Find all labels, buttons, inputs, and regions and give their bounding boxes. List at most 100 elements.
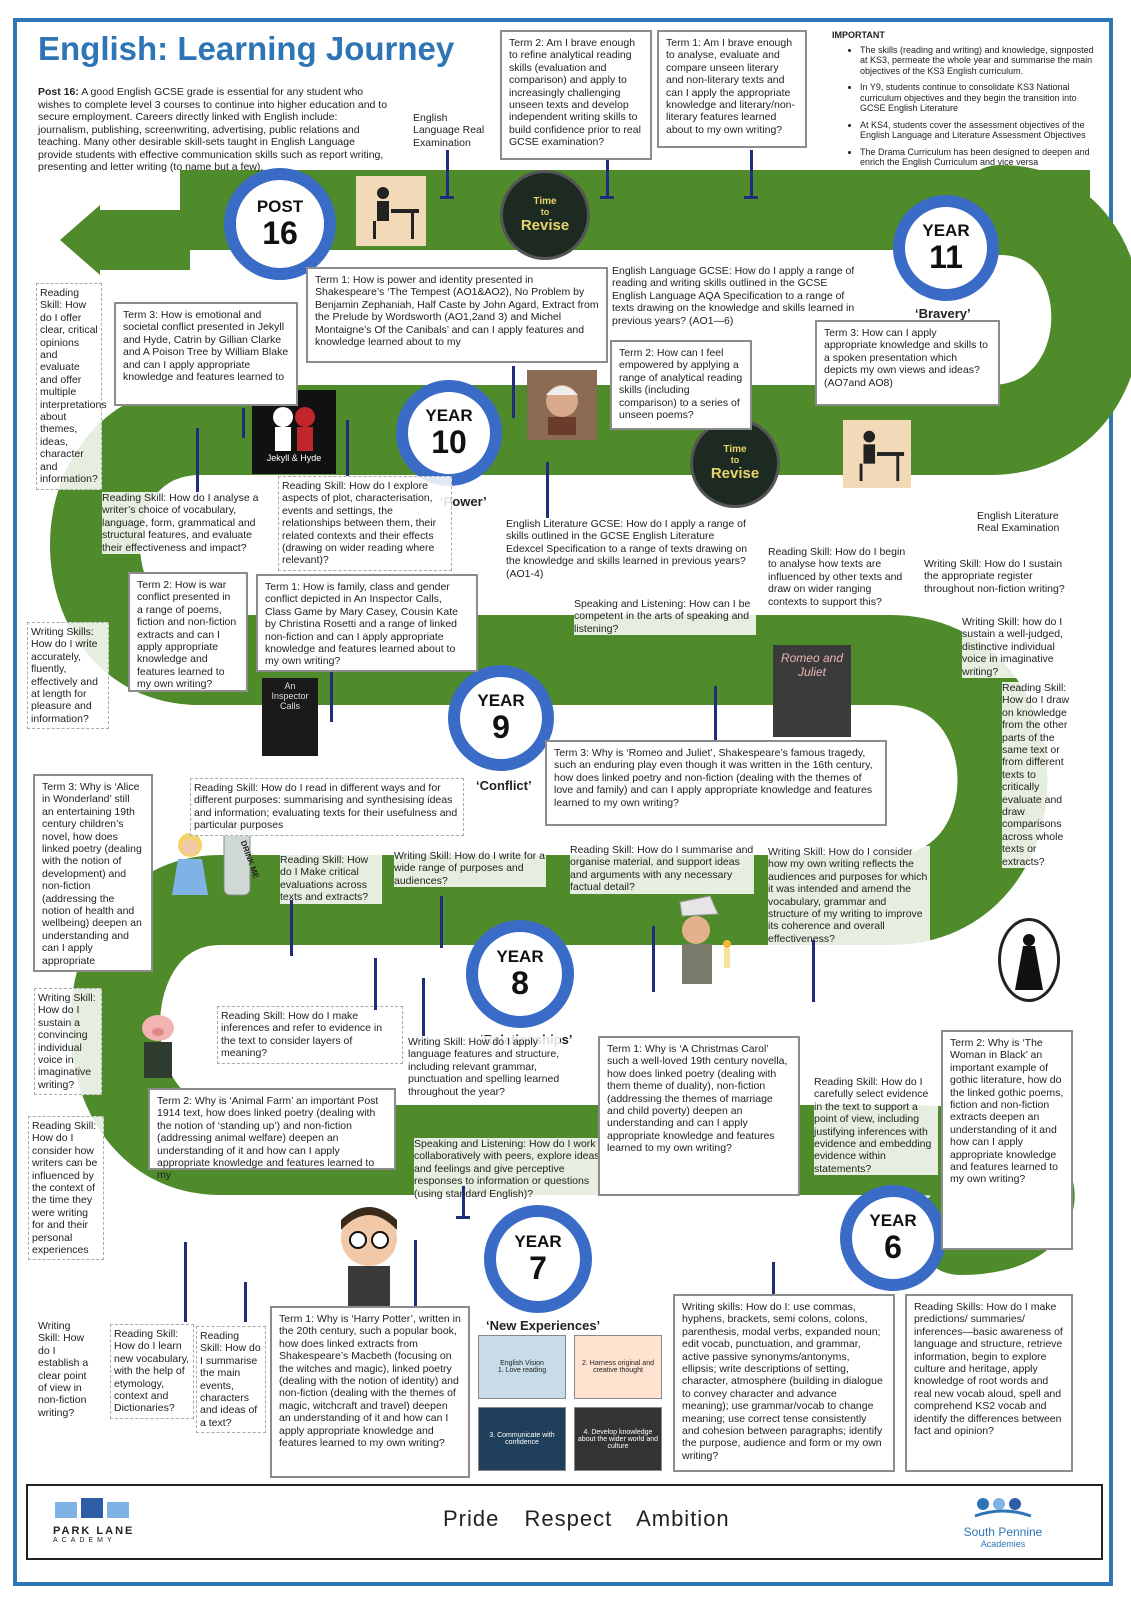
y8-writing-skill-consider: Writing Skill: How do I consider how my … — [768, 846, 930, 946]
y8-reading-skill-writers: Reading Skill: How do I consider how wri… — [28, 1116, 104, 1261]
y9-reading-skill-purposes: Reading Skill: How do I read in differen… — [190, 778, 464, 836]
y10-term3-box: Term 3: How is emotional and societal co… — [114, 302, 298, 406]
year9-circle: YEAR 9 — [448, 665, 554, 771]
pin-marker — [546, 462, 549, 518]
important-item: At KS4, students cover the assessment ob… — [860, 120, 1102, 141]
y8-writing-skill-range: Writing Skill: How do I write for a wide… — [394, 850, 546, 888]
theme-year7: ‘New Experiences’ — [486, 1318, 601, 1333]
post16-text: A good English GCSE grade is essential f… — [38, 86, 388, 173]
y9-reading-skill-contexts: Reading Skill: How do I begin to analyse… — [768, 546, 908, 609]
y10-reading-skill-explore: Reading Skill: How do I explore aspects … — [278, 476, 452, 571]
school-motto: Pride Respect Ambition — [443, 1506, 730, 1531]
post16-circle: POST 16 — [224, 168, 336, 280]
pin-marker — [414, 1240, 417, 1306]
y10-term1-box: Term 1: How is power and identity presen… — [306, 267, 608, 363]
south-pennine-academies-logo: South Pennine Academies — [943, 1494, 1063, 1554]
pin-marker — [446, 150, 449, 198]
y8-writing-skill-voice: Writing Skill: How do I sustain a convin… — [34, 988, 102, 1096]
y9-reading-skill-draw: Reading Skill: How do I draw on knowledg… — [1002, 682, 1074, 869]
english-vision-panel: English Vision 1. Love reading 2. Harnes… — [478, 1335, 664, 1475]
pin-marker — [606, 160, 609, 198]
y7-writing-skills-box: Writing skills: How do I: use commas, hy… — [673, 1294, 895, 1472]
page-title: English: Learning Journey — [38, 30, 455, 67]
pin-marker — [744, 196, 758, 199]
y8-reading-skill-select: Reading Skill: How do I carefully select… — [814, 1076, 938, 1176]
y7-reading-skill-vocabulary: Reading Skill: How do I learn new vocabu… — [110, 1324, 194, 1419]
harry-potter-image — [326, 1200, 412, 1310]
pin-marker — [330, 672, 333, 722]
y8-reading-skill-critical: Reading Skill: How do I Make critical ev… — [280, 854, 382, 904]
pin-marker — [812, 940, 815, 1002]
vision-card-love-reading: English Vision 1. Love reading — [478, 1335, 566, 1399]
park-lane-academy-logo: PARK LANE ACADEMY — [53, 1496, 153, 1554]
trust-sub: Academies — [980, 1539, 1026, 1549]
y7-writing-skill-viewpoint: Writing Skill: How do I establish a clea… — [38, 1320, 90, 1420]
english-language-exam-label: English Language Real Examination — [413, 112, 493, 150]
time-to-revise-clock-icon: Time to Revise — [500, 170, 590, 260]
pin-marker — [714, 686, 717, 740]
inspector-calls-cover-image: An Inspector Calls — [262, 678, 318, 756]
year10-circle: YEAR 10 — [396, 380, 502, 486]
important-item: The skills (reading and writing) and kno… — [860, 45, 1102, 77]
y10-reading-skill-opinions: Reading Skill: How do I offer clear, cri… — [36, 283, 107, 490]
y9-writing-skill-voice: Writing Skill: how do I sustain a well-j… — [962, 616, 1074, 679]
alice-drink-me-image: DRINK ME — [160, 815, 270, 915]
park-lane-sub: ACADEMY — [53, 1537, 116, 1544]
pin-marker — [600, 196, 614, 199]
y9-writing-skills-accurately: Writing Skills: How do I write accuratel… — [27, 622, 109, 730]
vision-card-communicate: 3. Communicate with confidence — [478, 1407, 566, 1471]
woman-in-black-icon — [998, 918, 1060, 1002]
pin-marker — [440, 196, 454, 199]
y8-reading-skill-summarise: Reading Skill: How do I summarise and or… — [570, 844, 754, 894]
y6-reading-skills-box: Reading Skills: How do I make prediction… — [905, 1294, 1073, 1472]
park-lane-name: PARK LANE — [53, 1525, 135, 1537]
poet-portrait-image — [527, 370, 597, 440]
post16-label: Post 16: — [38, 86, 79, 98]
pin-marker — [374, 958, 377, 1010]
important-item: In Y9, students continue to consolidate … — [860, 82, 1102, 114]
english-literature-exam-label: English Literature Real Examination — [977, 510, 1077, 535]
pin-marker — [772, 1262, 775, 1294]
vision-card-wider-world: 4. Develop knowledge about the wider wor… — [574, 1407, 662, 1471]
pin-marker — [652, 926, 655, 992]
scrooge-image — [660, 892, 744, 992]
english-literature-gcse-text: English Literature GCSE: How do I apply … — [506, 518, 754, 581]
vision-card-creative-thought: 2. Harness original and creative thought — [574, 1335, 662, 1399]
pin-marker — [346, 420, 349, 476]
important-item: The Drama Curriculum has been designed t… — [860, 147, 1102, 168]
year8-circle: YEAR 8 — [466, 920, 574, 1028]
jekyll-hyde-cover-image: Jekyll & Hyde — [252, 390, 336, 474]
y9-writing-skill-register: Writing Skill: How do I sustain the appr… — [924, 558, 1074, 596]
theme-year11: ‘Bravery’ — [915, 306, 971, 321]
y10-term2-box: Term 2: How can I feel empowered by appl… — [610, 340, 752, 430]
theme-year9: ‘Conflict’ — [476, 778, 532, 793]
animal-farm-pig-image — [128, 1010, 190, 1082]
english-language-gcse-text: English Language GCSE: How do I apply a … — [612, 265, 862, 328]
trust-name: South Pennine — [963, 1525, 1043, 1539]
exam-desk-image-2 — [843, 420, 911, 488]
post16-intro: Post 16: A good English GCSE grade is es… — [38, 86, 390, 174]
page-frame — [13, 18, 1113, 1586]
time-to-revise-clock-icon-2: Time to Revise — [690, 418, 780, 508]
y8-writing-skill-language: Writing Skill: How do I apply language f… — [408, 1036, 560, 1099]
y11-term2-box: Term 2: Am I brave enough to refine anal… — [500, 30, 652, 160]
pin-marker — [290, 900, 293, 956]
pin-marker — [456, 1216, 470, 1219]
year6-circle: YEAR 6 — [840, 1185, 946, 1291]
footer-bar: PARK LANE ACADEMY Pride Respect Ambition… — [26, 1484, 1103, 1560]
y8-term1-box: Term 1: Why is ‘A Christmas Carol’ such … — [598, 1036, 800, 1196]
exam-desk-image — [356, 176, 426, 246]
pin-marker — [244, 1282, 247, 1322]
y7-reading-skill-summarise: Reading Skill: How do I summarise the ma… — [196, 1326, 266, 1434]
y9-term3-box: Term 3: Why is ‘Romeo and Juliet’, Shake… — [545, 740, 887, 826]
pin-marker — [184, 1242, 187, 1322]
y9-term2-box: Term 2: How is war conflict presented in… — [128, 572, 248, 692]
pin-marker — [196, 428, 199, 492]
y8-speaking-listening: Speaking and Listening: How do I work co… — [414, 1138, 600, 1201]
year7-circle: YEAR 7 — [484, 1205, 592, 1313]
y8-reading-skill-inferences: Reading Skill: How do I make inferences … — [217, 1006, 403, 1064]
pin-marker — [462, 1186, 465, 1218]
y7-term1-box: Term 1: Why is ‘Harry Potter’, written i… — [270, 1306, 470, 1478]
y8-term2-box: Term 2: Why is ‘Animal Farm’ an importan… — [148, 1088, 396, 1181]
pin-marker — [422, 978, 425, 1036]
